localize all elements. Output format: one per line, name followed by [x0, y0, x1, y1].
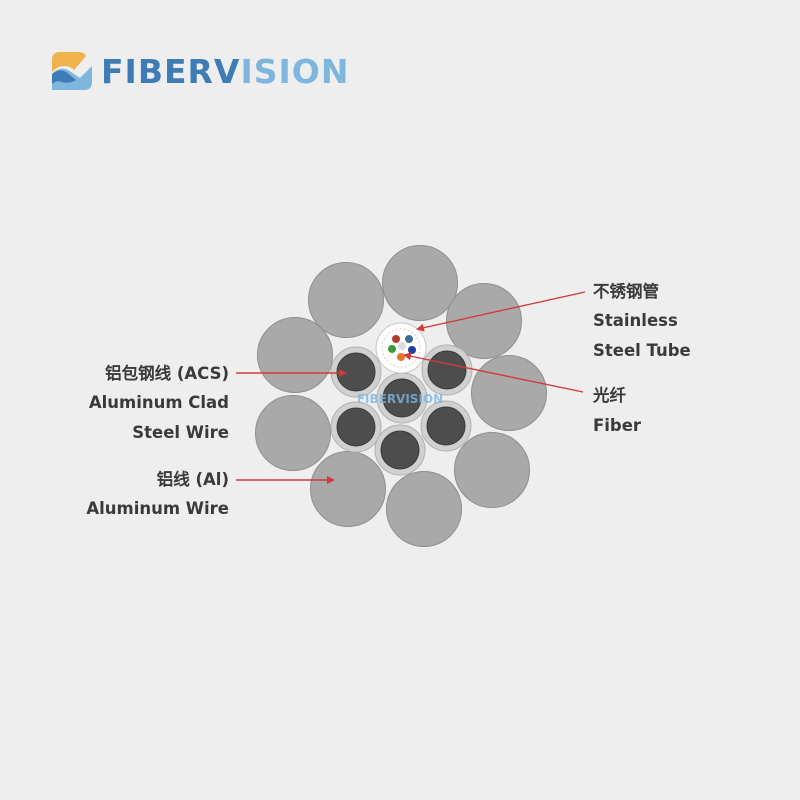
- brand-name-part1: FIBERV: [101, 52, 241, 91]
- brand-name-part2: ISION: [240, 52, 350, 91]
- leader-lines: [236, 291, 586, 484]
- acs-wire-core: [427, 350, 467, 390]
- acs-label-en-2: Steel Wire: [132, 423, 229, 442]
- aluminum-wire-ring: [255, 245, 547, 547]
- stainless-tube-label-en-1: Stainless: [593, 311, 678, 330]
- acs-label-en-1: Aluminum Clad: [88, 393, 229, 412]
- acs-wire-core: [380, 430, 420, 470]
- aluminum-wire: [446, 283, 522, 359]
- optical-fiber: [397, 353, 405, 361]
- aluminum-wire: [386, 471, 462, 547]
- stainless-tube-label-en-2: Steel Tube: [593, 341, 691, 360]
- aluminum-wire: [310, 451, 386, 527]
- acs-wire-core: [426, 406, 466, 446]
- aluminum-wire: [471, 355, 547, 431]
- acs-wire-core: [382, 378, 422, 418]
- acs-wire-ring: [330, 344, 473, 476]
- optical-fiber: [388, 345, 396, 353]
- acs-wire-core: [336, 352, 376, 392]
- aluminum-wire: [255, 395, 331, 471]
- stainless-tube-label-zh: 不锈钢管: [593, 282, 659, 301]
- watermark-text: FIBERVISION: [357, 392, 443, 406]
- red-arrow-icon: [416, 291, 586, 332]
- acs-label-zh: 铝包钢线 (ACS): [105, 364, 229, 383]
- al-label-en: Aluminum Wire: [86, 499, 229, 518]
- aluminum-wire: [382, 245, 458, 321]
- optical-fiber: [408, 346, 416, 354]
- fiber-label-en: Fiber: [593, 416, 642, 435]
- optical-fiber: [405, 335, 413, 343]
- aluminum-wire: [308, 262, 384, 338]
- acs-wire-core: [336, 407, 376, 447]
- aluminum-wire: [257, 317, 333, 393]
- fiber-label-zh: 光纤: [593, 386, 626, 405]
- optical-fibers: [388, 335, 416, 361]
- optical-fiber: [398, 342, 406, 350]
- brand-name: FIBERVISION: [101, 50, 349, 94]
- optical-fiber: [392, 335, 400, 343]
- red-arrow-icon: [403, 352, 584, 393]
- al-label-zh: 铝线 (Al): [156, 470, 229, 489]
- fibervision-logo-icon: [52, 52, 92, 90]
- aluminum-wire: [454, 432, 530, 508]
